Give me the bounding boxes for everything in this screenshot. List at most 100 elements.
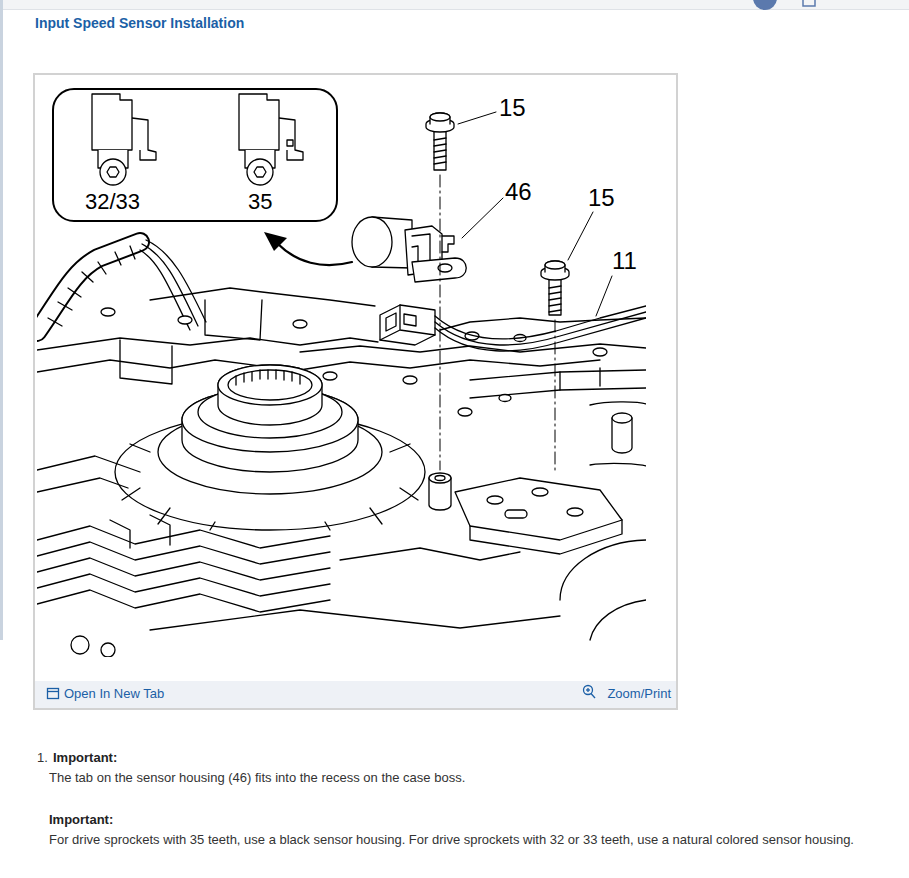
transmission-case	[101, 643, 115, 657]
transmission-case	[37, 112, 646, 657]
callout-number: 15	[499, 96, 526, 120]
transmission-case	[435, 476, 445, 481]
transmission-case	[386, 313, 416, 331]
transmission-case	[37, 478, 128, 492]
page-chrome	[0, 0, 909, 708]
transmission-case	[455, 478, 622, 540]
note-heading: Important:	[53, 748, 117, 768]
list-number: 1.	[37, 748, 48, 768]
transmission-case	[37, 590, 330, 612]
transmission-case	[205, 300, 262, 340]
sensor-housing-icon	[92, 94, 132, 150]
transmission-case	[505, 510, 527, 518]
page-chrome	[0, 9, 909, 10]
transmission-case	[37, 242, 140, 332]
toolbar-link: Zoom/Print	[607, 686, 671, 702]
page-chrome	[753, 0, 777, 10]
transmission-case	[545, 261, 565, 272]
transmission-case	[429, 473, 451, 483]
transmission-case	[470, 520, 622, 554]
transmission-case	[567, 508, 583, 516]
transmission-case	[532, 488, 548, 496]
transmission-case	[120, 340, 172, 384]
inset-box: 32/3335	[52, 88, 338, 222]
sensor-housing-icon	[92, 94, 156, 185]
note-text: The tab on the sensor housing (46) fits …	[49, 768, 465, 788]
transmission-case	[412, 258, 466, 282]
page-chrome	[587, 688, 588, 692]
page-chrome	[591, 694, 595, 699]
transmission-case	[101, 308, 607, 416]
transmission-case	[352, 217, 392, 267]
transmission-case	[412, 234, 430, 263]
sensor-housing-icon	[287, 140, 293, 146]
transmission-case	[458, 408, 472, 416]
page-chrome	[0, 0, 3, 640]
transmission-case	[71, 636, 89, 654]
transmission-case	[37, 242, 140, 332]
page-chrome	[35, 681, 676, 708]
transmission-case	[434, 138, 446, 164]
transmission-case	[560, 368, 600, 390]
page-chrome	[803, 0, 815, 6]
transmission-case	[403, 376, 417, 384]
sensor-housing-icon	[239, 94, 303, 185]
figure-frame: Open In New Tab Zoom/Print 32/3335	[33, 73, 678, 710]
transmission-case	[37, 338, 378, 350]
sensor-housing-icon	[279, 118, 303, 160]
transmission-case	[140, 240, 206, 330]
transmission-case	[590, 402, 646, 466]
transmission-case	[380, 305, 435, 340]
transmission-case	[37, 360, 260, 372]
transmission-case	[435, 312, 646, 345]
transmission-case	[435, 306, 646, 339]
transmission-case	[545, 261, 565, 269]
transmission-case	[178, 316, 192, 324]
note-text: For drive sprockets with 35 teeth, use a…	[35, 830, 880, 850]
note-heading: Important:	[49, 810, 113, 830]
transmission-case	[380, 305, 435, 345]
sensor-housing-icon	[92, 94, 303, 185]
transmission-case	[590, 600, 646, 640]
page-chrome	[584, 686, 593, 695]
sensor-housing-icon	[239, 94, 279, 150]
transmission-case	[458, 112, 612, 316]
transmission-case	[612, 413, 632, 423]
callout-number: 11	[612, 249, 637, 273]
transmission-case	[487, 496, 503, 504]
transmission-case	[560, 540, 646, 600]
transmission-case	[440, 175, 555, 474]
callout-number: 46	[505, 180, 532, 204]
sensor-housing-icon	[247, 159, 273, 185]
transmission-case	[110, 515, 170, 548]
transmission-case	[442, 236, 454, 252]
transmission-case	[228, 370, 312, 400]
transmission-case	[593, 348, 607, 356]
page-heading: Input Speed Sensor Installation	[35, 15, 244, 31]
transmission-case	[236, 370, 300, 385]
transmission-case	[218, 365, 322, 425]
transmission-case	[278, 244, 352, 265]
toolbar-link: Open In New Tab	[64, 686, 164, 702]
callout-number: 35	[248, 191, 272, 213]
transmission-case	[430, 113, 450, 121]
transmission-case	[549, 278, 561, 315]
transmission-case	[37, 456, 140, 472]
callout-number: 15	[588, 186, 615, 210]
transmission-case	[293, 320, 307, 328]
transmission-case	[150, 610, 560, 630]
transmission-case	[101, 308, 115, 316]
transmission-case	[499, 395, 511, 402]
transmission-case	[150, 288, 375, 306]
transmission-case	[549, 286, 561, 312]
page-chrome	[48, 689, 59, 699]
transmission-case	[487, 488, 583, 518]
transmission-case	[434, 130, 446, 170]
transmission-case	[264, 232, 287, 251]
sensor-housing-icon	[100, 159, 126, 185]
transmission-case	[323, 372, 337, 380]
sensor-housing-icon	[107, 167, 119, 177]
transmission-case	[430, 113, 450, 124]
